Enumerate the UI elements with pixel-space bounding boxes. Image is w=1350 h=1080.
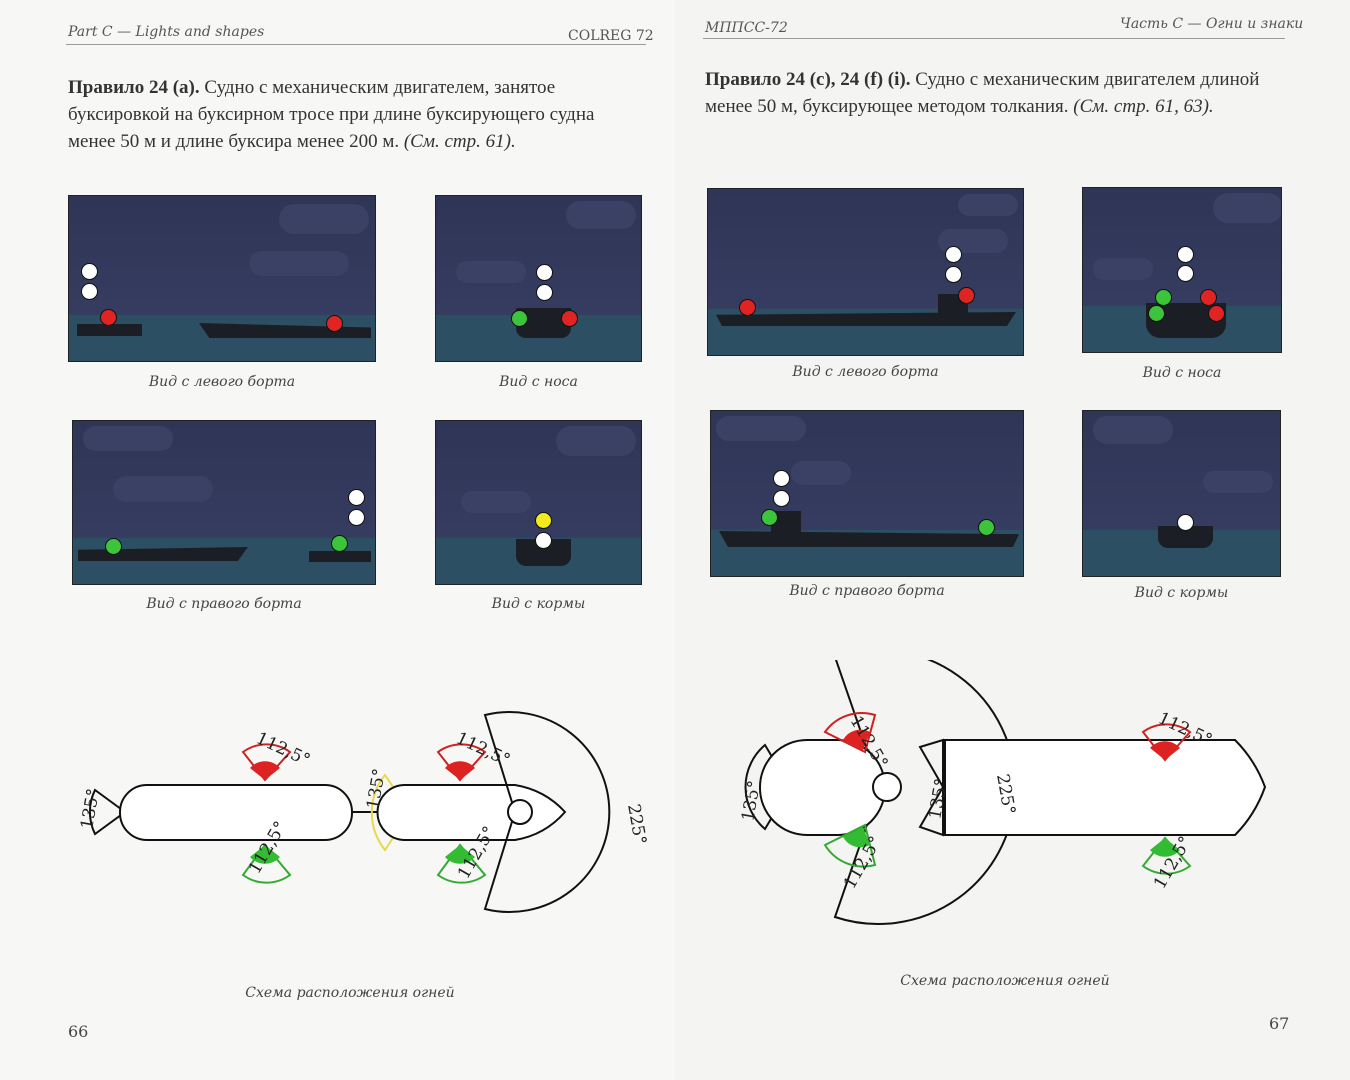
illustration-port-view xyxy=(68,195,376,362)
barge-hull xyxy=(944,739,1267,836)
stern-light-sector xyxy=(88,788,127,836)
red-sector xyxy=(241,743,292,782)
white-light xyxy=(81,283,98,300)
header-rule xyxy=(703,38,1285,39)
illustration-stern-view xyxy=(435,420,642,585)
green-sidelight xyxy=(1155,289,1172,306)
caption: Вид с правого борта xyxy=(146,596,302,612)
green-sidelight xyxy=(511,310,528,327)
angle-label: 225° xyxy=(623,802,650,846)
red-sidelight xyxy=(739,299,756,316)
caption: Вид с носа xyxy=(1142,365,1222,381)
green-sidelight xyxy=(1148,305,1165,322)
rule-text: Судно с механическим двигателем длиной м… xyxy=(705,69,1260,117)
masthead-sector xyxy=(483,711,611,913)
red-sidelight xyxy=(1208,305,1225,322)
white-light xyxy=(348,509,365,526)
right-page: МППСС-72 Часть С — Огни и знаки Правило … xyxy=(675,0,1350,1080)
white-light xyxy=(1177,246,1194,263)
barge-stern-sector xyxy=(918,738,944,837)
white-sternlight xyxy=(535,532,552,549)
caption: Вид с правого борта xyxy=(789,583,945,599)
caption: Вид с левого борта xyxy=(148,374,296,390)
rule-reference: (См. стр. 61, 63). xyxy=(1073,96,1214,117)
stern-light-sector xyxy=(744,743,792,831)
running-header-right: Часть С — Огни и знаки xyxy=(1120,16,1304,32)
rule-reference: (См. стр. 61). xyxy=(403,131,516,152)
angle-label: 135° xyxy=(77,787,104,831)
tow-hull xyxy=(376,784,567,841)
illustration-bow-view xyxy=(1082,187,1282,353)
rule-paragraph: Правило 24 (а). Судно с механическим дви… xyxy=(68,74,638,155)
red-sidelight xyxy=(100,309,117,326)
white-light xyxy=(536,284,553,301)
caption: Вид с кормы xyxy=(1134,585,1229,601)
red-sidelight xyxy=(561,310,578,327)
rule-title: Правило 24 (а). xyxy=(68,77,200,98)
page-number: 67 xyxy=(1269,1014,1290,1033)
angle-label: 112,5° xyxy=(1150,833,1196,893)
green-sector xyxy=(241,843,292,884)
yellow-towing-sector xyxy=(370,773,412,852)
illustration-bow-view xyxy=(435,195,642,362)
diagram-caption: Схема расположения огней xyxy=(900,973,1110,989)
light-arrangement-diagram: 135° 112,5° 112,5° 135° 225° 112,5° 112,… xyxy=(738,660,1267,925)
illustration-starboard-view xyxy=(710,410,1024,577)
illustration-stern-view xyxy=(1082,410,1281,577)
white-light xyxy=(81,263,98,280)
illustration-starboard-view xyxy=(72,420,376,585)
rule-title: Правило 24 (с), 24 (f) (i). xyxy=(705,69,911,90)
white-light xyxy=(945,266,962,283)
red-sidelight xyxy=(1200,289,1217,306)
white-light xyxy=(773,490,790,507)
caption: Вид с носа xyxy=(499,374,578,390)
red-sidelight xyxy=(326,315,343,332)
white-light xyxy=(1177,265,1194,282)
left-page: Part C — Lights and shapes COLREG 72 Пра… xyxy=(66,24,654,1041)
angle-label: 135° xyxy=(738,779,765,823)
yellow-towing-light xyxy=(535,512,552,529)
green-sidelight xyxy=(105,538,122,555)
red-sidelight xyxy=(958,287,975,304)
page-number: 66 xyxy=(68,1022,89,1041)
caption: Вид с левого борта xyxy=(792,364,939,380)
illustration-port-view xyxy=(707,188,1024,356)
running-header-right: COLREG 72 xyxy=(568,28,654,44)
running-header-left: МППСС-72 xyxy=(705,20,788,36)
white-light xyxy=(945,246,962,263)
white-sternlight xyxy=(1177,514,1194,531)
rule-text: Судно с механическим двигателем, занятое… xyxy=(68,77,595,152)
diagram-caption: Схема расположения огней xyxy=(245,985,455,1001)
white-light xyxy=(773,470,790,487)
white-light xyxy=(348,489,365,506)
green-sidelight xyxy=(978,519,995,536)
caption: Вид с кормы xyxy=(491,596,586,612)
green-sidelight xyxy=(761,509,778,526)
green-sidelight xyxy=(331,535,348,552)
white-light xyxy=(536,264,553,281)
header-rule xyxy=(66,44,646,45)
running-header-left: Part C — Lights and shapes xyxy=(68,24,265,40)
rule-paragraph: Правило 24 (с), 24 (f) (i). Судно с меха… xyxy=(705,66,1265,120)
light-arrangement-diagram: 135° 112,5° 112,5° 135° 112,5° 112,5° 22… xyxy=(77,711,650,913)
tug-hull xyxy=(119,784,353,841)
